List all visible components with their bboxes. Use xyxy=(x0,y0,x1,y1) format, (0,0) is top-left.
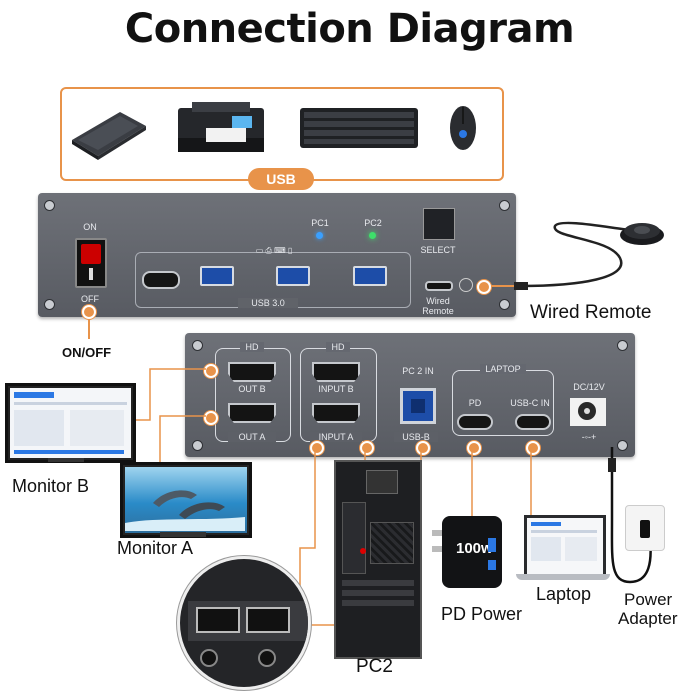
screw xyxy=(44,200,55,211)
monitor-a-caption: Monitor A xyxy=(117,538,194,558)
usb-type-icons: ▭ ⎙ ⌨ ▯ xyxy=(255,246,293,255)
keyboard-icon xyxy=(300,108,418,148)
monitor-a xyxy=(120,462,252,538)
monitor-a-screen xyxy=(125,467,247,533)
connector-dot xyxy=(467,441,481,455)
wired-remote-port-label: Wired Remote xyxy=(422,296,454,316)
wired-remote-caption: Wired Remote xyxy=(530,302,652,323)
on-off-caption: ON/OFF xyxy=(62,345,112,360)
monitor-b-stand xyxy=(48,458,84,462)
screw xyxy=(499,299,510,310)
hdmi-input-a-port xyxy=(312,403,360,423)
pc2-in-label: PC 2 IN xyxy=(402,366,434,376)
monitor-b-caption: Monitor B xyxy=(12,476,90,496)
power-adapter-caption-1: Power xyxy=(624,590,673,609)
pc1-label: PC1 xyxy=(311,218,329,228)
screw xyxy=(44,299,55,310)
wall-outlet-icon xyxy=(625,505,665,551)
dolphins-image xyxy=(125,490,245,531)
pc2-label: PC2 xyxy=(364,218,382,228)
connector-dot xyxy=(416,441,430,455)
connector-dot xyxy=(204,411,218,425)
input-a-label: INPUT A xyxy=(310,432,362,442)
front-usb-port-2 xyxy=(276,266,310,286)
connector-dot xyxy=(360,441,374,455)
out-a-label: OUT A xyxy=(228,432,276,442)
connector-dot xyxy=(477,280,491,294)
input-b-label: INPUT B xyxy=(318,384,354,394)
pc2-led xyxy=(369,232,376,239)
off-label: OFF xyxy=(81,294,99,304)
screw xyxy=(499,200,510,211)
monitor-a-stand xyxy=(160,532,206,537)
hdmi-out-b-port xyxy=(228,362,276,382)
usb-badge: USB xyxy=(248,168,314,190)
remote-port xyxy=(425,281,453,291)
usb-b-label: USB-B xyxy=(394,432,438,442)
hdmi-zoom-inset xyxy=(177,556,311,690)
pc2-tower xyxy=(334,460,422,659)
front-usbc-port xyxy=(142,271,180,289)
on-label: ON xyxy=(83,222,97,232)
usbc-in-port xyxy=(515,414,551,430)
hdmi-input-b-port xyxy=(312,362,360,382)
pd-charger: 100w xyxy=(432,516,502,588)
connector-dot xyxy=(82,305,96,319)
screw xyxy=(617,440,628,451)
printer-icon xyxy=(178,102,264,152)
front-usb-port-3 xyxy=(353,266,387,286)
dc-jack-icon xyxy=(570,398,606,426)
usb-b-port xyxy=(400,388,436,424)
on-off-leader xyxy=(88,317,90,339)
select-label: SELECT xyxy=(420,245,456,255)
laptop-caption: Laptop xyxy=(536,584,592,604)
laptop-label: LAPTOP xyxy=(480,364,526,374)
monitor-b-screen xyxy=(10,388,131,458)
screw xyxy=(192,340,203,351)
connector-dot xyxy=(526,441,540,455)
hdmi-out-a-port xyxy=(228,403,276,423)
pd-power-caption: PD Power xyxy=(441,604,523,624)
select-button[interactable] xyxy=(423,208,455,240)
hd-label-2: HD xyxy=(326,342,350,352)
screw xyxy=(192,440,203,451)
charger-wattage: 100w xyxy=(456,540,493,557)
out-b-label: OUT B xyxy=(238,384,266,394)
front-usb-port-1 xyxy=(200,266,234,286)
remote-jack xyxy=(459,278,473,292)
connector-dot xyxy=(204,364,218,378)
screw xyxy=(617,340,628,351)
laptop-device xyxy=(524,515,606,577)
remote-puck-icon[interactable] xyxy=(618,217,666,247)
power-adapter-caption-2: Adapter xyxy=(618,609,678,628)
pc1-led xyxy=(316,232,323,239)
laptop-base xyxy=(516,574,610,580)
usbc-in-label: USB-C IN xyxy=(510,398,550,408)
usb30-label: USB 3.0 xyxy=(238,298,298,308)
pd-label: PD xyxy=(468,398,482,408)
monitor-b xyxy=(5,383,136,463)
mouse-icon xyxy=(450,106,476,150)
pd-usbc-port xyxy=(457,414,493,430)
hd-label-1: HD xyxy=(240,342,264,352)
dc-label: DC/12V xyxy=(573,382,605,392)
power-switch-icon[interactable] xyxy=(75,238,107,288)
pc2-caption: PC2 xyxy=(356,656,393,677)
connector-dot xyxy=(310,441,324,455)
page-title: Connection Diagram xyxy=(124,6,575,52)
hard-drive-icon xyxy=(72,112,146,160)
dc-polarity: -◦-+ xyxy=(581,432,597,442)
